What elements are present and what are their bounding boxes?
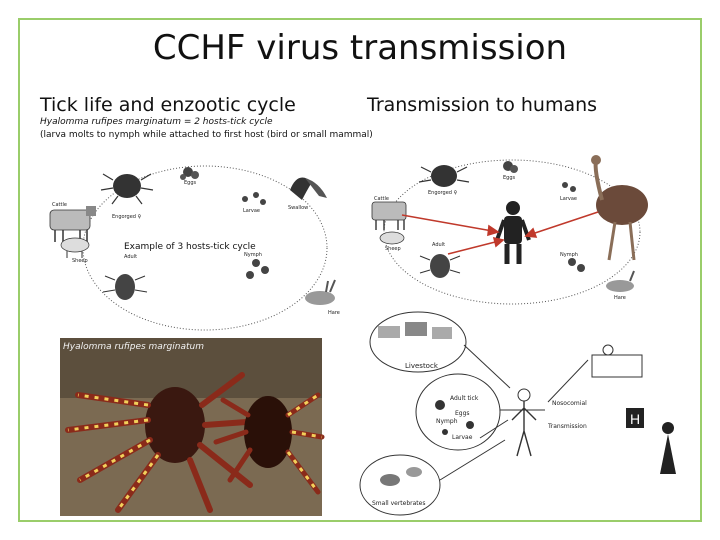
label-engorged: Engorged ♀ bbox=[112, 214, 142, 220]
nymph-illustration bbox=[246, 259, 269, 279]
slide-border bbox=[18, 18, 702, 522]
label-engorged-right: Engorged ♀ bbox=[428, 190, 458, 196]
label-hare: Hare bbox=[328, 310, 340, 316]
arrow-ostrich-to-human bbox=[525, 211, 599, 237]
right-tick-cycle bbox=[371, 155, 648, 305]
sheep-illustration bbox=[60, 237, 90, 258]
label-nymph: Nymph bbox=[244, 252, 262, 258]
label-adult-right: Adult bbox=[432, 242, 446, 248]
engorged-female-tick-illustration bbox=[100, 173, 154, 205]
adult-tick-illustration-right bbox=[419, 254, 461, 278]
tick-photo-specimen-1 bbox=[65, 372, 278, 513]
svg-text:H: H bbox=[630, 411, 640, 427]
hospital-bed-illustration bbox=[591, 344, 643, 378]
tick-photo-specimen-2 bbox=[213, 392, 325, 495]
livestock-circle bbox=[369, 311, 467, 373]
nurse-illustration bbox=[660, 422, 676, 474]
label-nosocomial: Nosocomial bbox=[552, 400, 587, 407]
label-swallow: Swallow bbox=[288, 205, 309, 211]
left-tick-cycle bbox=[49, 165, 336, 331]
sheep-illustration-right bbox=[379, 231, 405, 245]
label-sheep: Sheep bbox=[72, 258, 88, 264]
label-hare-right: Hare bbox=[614, 295, 626, 301]
nymph-illustration-right bbox=[568, 258, 585, 272]
hospital-sign-icon: H bbox=[626, 408, 644, 428]
label-adult: Adult bbox=[124, 254, 138, 260]
example-label: Example of 3 hosts-tick cycle bbox=[124, 242, 256, 252]
tick-photograph bbox=[60, 338, 325, 516]
human-figure-lower bbox=[511, 388, 537, 457]
transmission-overview-diagram: H bbox=[359, 311, 676, 516]
larvae-illustration-right bbox=[562, 182, 576, 192]
left-heading: Tick life and enzootic cycle bbox=[40, 94, 296, 116]
label-nymph-lower: Nymph bbox=[436, 418, 458, 425]
molting-note: (larva molts to nymph while attached to … bbox=[40, 130, 373, 140]
label-sheep-right: Sheep bbox=[385, 246, 401, 252]
photo-caption: Hyalomma rufipes marginatum bbox=[63, 342, 204, 352]
arrow-livestock-to-human bbox=[401, 214, 499, 233]
label-larvae-lower: Larvae bbox=[452, 434, 473, 441]
hare-illustration-right bbox=[606, 270, 635, 292]
label-small-vertebrates: Small vertebrates bbox=[372, 500, 426, 507]
label-eggs: Eggs bbox=[184, 180, 197, 186]
swallow-illustration bbox=[290, 177, 327, 200]
engorged-female-tick-illustration-right bbox=[418, 165, 470, 187]
arrow-tick-to-human bbox=[447, 239, 504, 255]
eggs-illustration bbox=[180, 167, 199, 180]
larvae-illustration bbox=[242, 192, 266, 205]
eggs-illustration-right bbox=[503, 161, 518, 173]
slide-title: CCHF virus transmission bbox=[152, 28, 568, 68]
transmission-arrows bbox=[401, 211, 599, 255]
cattle-illustration bbox=[49, 206, 96, 242]
right-heading: Transmission to humans bbox=[367, 94, 598, 116]
hare-illustration bbox=[305, 279, 336, 305]
tick-stages-circle bbox=[415, 373, 501, 451]
ostrich-illustration bbox=[591, 155, 648, 261]
label-cattle-right: Cattle bbox=[374, 196, 389, 202]
label-eggs-lower: Eggs bbox=[455, 410, 470, 417]
right-cycle-path bbox=[383, 159, 641, 305]
label-larvae: Larvae bbox=[243, 208, 261, 214]
label-transmission: Transmission bbox=[548, 423, 587, 430]
small-vertebrates-circle bbox=[359, 454, 441, 516]
label-larvae-right: Larvae bbox=[560, 196, 578, 202]
cattle-illustration-right bbox=[371, 201, 407, 230]
left-cycle-path bbox=[82, 165, 328, 331]
label-adult-tick: Adult tick bbox=[450, 395, 479, 402]
label-nymph-right: Nymph bbox=[560, 252, 578, 258]
label-cattle: Cattle bbox=[52, 202, 67, 208]
species-subtitle: Hyalomma rufipes marginatum = 2 hosts-ti… bbox=[40, 117, 273, 127]
adult-tick-illustration bbox=[102, 274, 148, 300]
human-figure-illustration bbox=[495, 201, 531, 264]
label-eggs-right: Eggs bbox=[503, 175, 516, 181]
label-livestock: Livestock bbox=[405, 362, 438, 370]
